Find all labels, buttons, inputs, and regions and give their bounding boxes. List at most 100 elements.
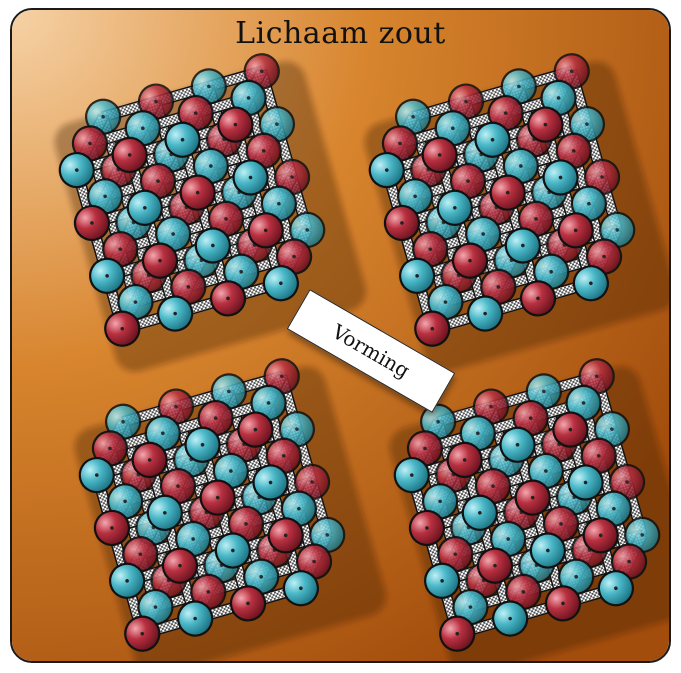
atom-center-dot	[476, 431, 480, 436]
atom-center-dot	[121, 419, 125, 424]
atom-center-dot	[246, 96, 251, 100]
atom-center-dot	[180, 137, 185, 142]
atom-center-dot	[517, 84, 521, 89]
atom-center-dot	[598, 533, 603, 538]
atom-center-dot	[118, 247, 123, 251]
atom-center-dot	[558, 175, 563, 180]
atom-center-dot	[279, 281, 283, 286]
diagram-panel: Lichaam zout Vorming	[10, 8, 671, 663]
atom-center-dot	[453, 206, 457, 210]
atom-center-dot	[464, 99, 468, 104]
atom-center-dot	[191, 537, 195, 541]
atom-center-dot	[310, 480, 314, 484]
atom-center-dot	[259, 574, 263, 579]
atom-center-dot	[559, 522, 563, 526]
atom-center-dot	[451, 126, 455, 131]
atom-center-dot	[600, 175, 604, 179]
atom-center-dot	[259, 69, 264, 74]
atom-center-dot	[125, 579, 129, 583]
atom-center-dot	[295, 427, 299, 431]
atom-center-dot	[239, 269, 243, 274]
atom-center-dot	[105, 274, 109, 278]
atom-center-dot	[506, 537, 510, 541]
atom-center-dot	[596, 454, 601, 458]
atom-center-dot	[140, 631, 145, 636]
atom-center-dot	[409, 473, 414, 477]
crystal-top-right	[364, 53, 669, 372]
atom-center-dot	[277, 201, 281, 206]
atom-center-dot	[108, 446, 112, 451]
atom-center-dot	[325, 533, 330, 537]
atom-center-dot	[209, 164, 213, 168]
atom-center-dot	[493, 563, 497, 568]
atom-center-dot	[519, 164, 523, 168]
atom-center-dot	[297, 506, 301, 511]
atom-center-dot	[534, 217, 538, 221]
atom-center-dot	[536, 296, 540, 301]
atom-center-dot	[281, 454, 286, 458]
atom-center-dot	[226, 296, 230, 301]
atom-center-dot	[425, 526, 429, 530]
atom-center-dot	[88, 141, 92, 146]
atom-center-dot	[462, 458, 467, 462]
atom-center-dot	[587, 201, 591, 206]
atom-center-dot	[143, 206, 147, 210]
atom-center-dot	[440, 579, 444, 583]
atom-center-dot	[101, 114, 105, 119]
atom-center-dot	[491, 484, 495, 488]
atom-center-dot	[415, 274, 419, 278]
atom-center-dot	[443, 300, 448, 304]
atom-center-dot	[244, 522, 248, 526]
atom-center-dot	[103, 194, 107, 199]
atom-center-dot	[568, 427, 573, 432]
atom-center-dot	[292, 254, 296, 259]
crystal-bottom-left	[74, 358, 387, 661]
atom-center-dot	[571, 149, 576, 153]
atom-center-dot	[127, 153, 132, 157]
atom-center-dot	[215, 495, 220, 500]
atom-center-dot	[173, 311, 177, 316]
atom-center-dot	[468, 605, 473, 609]
atom-center-dot	[275, 122, 279, 126]
atom-center-dot	[468, 258, 472, 263]
atom-center-dot	[528, 416, 533, 420]
atom-center-dot	[312, 559, 316, 564]
atom-center-dot	[453, 552, 458, 556]
atom-center-dot	[133, 300, 138, 304]
atom-center-dot	[206, 590, 211, 594]
atom-center-dot	[521, 590, 526, 594]
atom-center-dot	[174, 404, 178, 409]
atom-center-dot	[158, 258, 162, 263]
crystal-top-left	[54, 53, 367, 372]
atom-center-dot	[411, 114, 415, 119]
atom-center-dot	[229, 469, 233, 473]
atom-center-dot	[438, 499, 442, 504]
atom-center-dot	[569, 69, 574, 74]
atom-center-dot	[610, 427, 614, 431]
atom-center-dot	[400, 221, 404, 225]
atom-center-dot	[428, 247, 433, 251]
atom-center-dot	[290, 175, 294, 179]
atom-center-dot	[233, 122, 238, 127]
atom-center-dot	[423, 446, 427, 451]
atom-center-dot	[110, 526, 114, 530]
atom-center-dot	[544, 469, 548, 473]
atom-center-dot	[398, 141, 402, 146]
atom-center-dot	[627, 559, 631, 564]
atom-center-dot	[614, 586, 618, 591]
atom-center-dot	[153, 605, 158, 609]
atom-center-dot	[556, 96, 561, 100]
atom-center-dot	[384, 168, 389, 172]
atom-center-dot	[213, 416, 218, 420]
atom-center-dot	[615, 228, 620, 232]
atom-center-dot	[90, 221, 94, 225]
atom-center-dot	[561, 601, 565, 606]
atom-center-dot	[478, 511, 482, 515]
atom-center-dot	[585, 122, 589, 126]
atom-center-dot	[227, 389, 231, 394]
atom-center-dot	[154, 99, 158, 104]
atom-center-dot	[74, 168, 79, 172]
atom-center-dot	[612, 506, 616, 511]
diagram-title: Lichaam zout	[235, 16, 446, 51]
atom-center-dot	[141, 126, 145, 131]
